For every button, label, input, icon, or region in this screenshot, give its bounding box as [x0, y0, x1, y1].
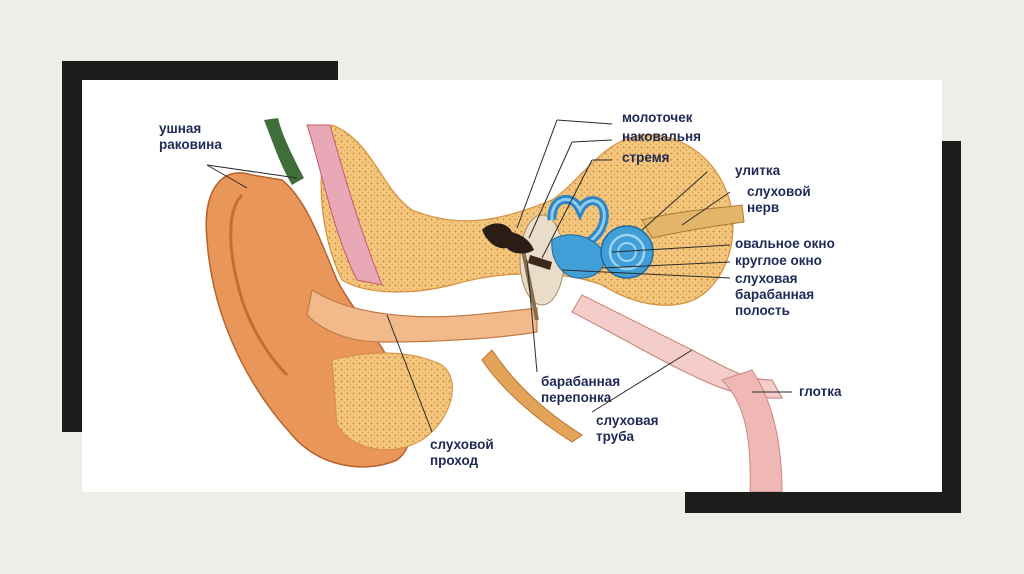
lower-bone: [331, 352, 453, 451]
muscle-layer: [306, 124, 383, 286]
label-tympanic-cavity-line1: слуховая: [735, 271, 798, 286]
vestibule: [551, 234, 605, 279]
label-ear-canal-line2: проход: [430, 453, 479, 468]
label-eustachian-tube-line1: слуховая: [596, 413, 659, 428]
eustachian-tube-shape: [571, 294, 783, 399]
inner-ear: [547, 195, 654, 279]
label-tympanic-cavity-line2: барабанная: [735, 287, 815, 302]
label-eardrum-line2: перепонка: [541, 390, 612, 405]
label-cochlea: улитка: [735, 163, 781, 178]
ear-anatomy-diagram: [205, 118, 792, 492]
label-tympanic-cavity: слуховая барабанная полость: [735, 271, 814, 319]
leader-lines: [206, 119, 792, 433]
label-stapes: стремя: [622, 150, 670, 165]
label-tympanic-cavity-line3: полость: [735, 303, 790, 318]
label-pharynx: глотка: [799, 384, 842, 399]
label-auricle-line1: ушная: [159, 121, 202, 136]
label-eardrum-line1: барабанная: [541, 374, 621, 389]
label-auricle: ушная раковина: [159, 121, 222, 153]
diagram-card: ушная раковина молоточек наковальня стре…: [82, 80, 942, 492]
cochlea-turn-outer: [608, 233, 646, 271]
label-eardrum: барабанная перепонка: [541, 374, 620, 406]
label-oval-window: овальное окно: [735, 236, 835, 251]
ear-canal-shape: [306, 289, 538, 343]
label-eustachian-tube-line2: труба: [596, 429, 635, 444]
stapes-shape: [528, 255, 552, 270]
label-ear-canal-line1: слуховой: [430, 437, 494, 452]
label-malleus: молоточек: [622, 110, 693, 125]
label-eustachian-tube: слуховая труба: [596, 413, 659, 445]
pharynx-shape: [721, 369, 783, 492]
label-auditory-nerve-line1: слуховой: [747, 184, 811, 199]
styloid-process: [481, 349, 583, 443]
auricle-fold: [229, 193, 289, 377]
label-ear-canal: слуховой проход: [430, 437, 494, 469]
label-auditory-nerve: слуховой нерв: [747, 184, 811, 216]
ossicles: [482, 223, 534, 254]
label-auditory-nerve-line2: нерв: [747, 200, 780, 215]
label-incus: наковальня: [622, 129, 702, 144]
hair-tuft: [264, 118, 304, 185]
label-auricle-line2: раковина: [159, 137, 222, 152]
label-round-window: круглое окно: [735, 253, 822, 268]
auditory-nerve-shape: [641, 204, 745, 239]
cochlea-shape: [600, 225, 654, 279]
